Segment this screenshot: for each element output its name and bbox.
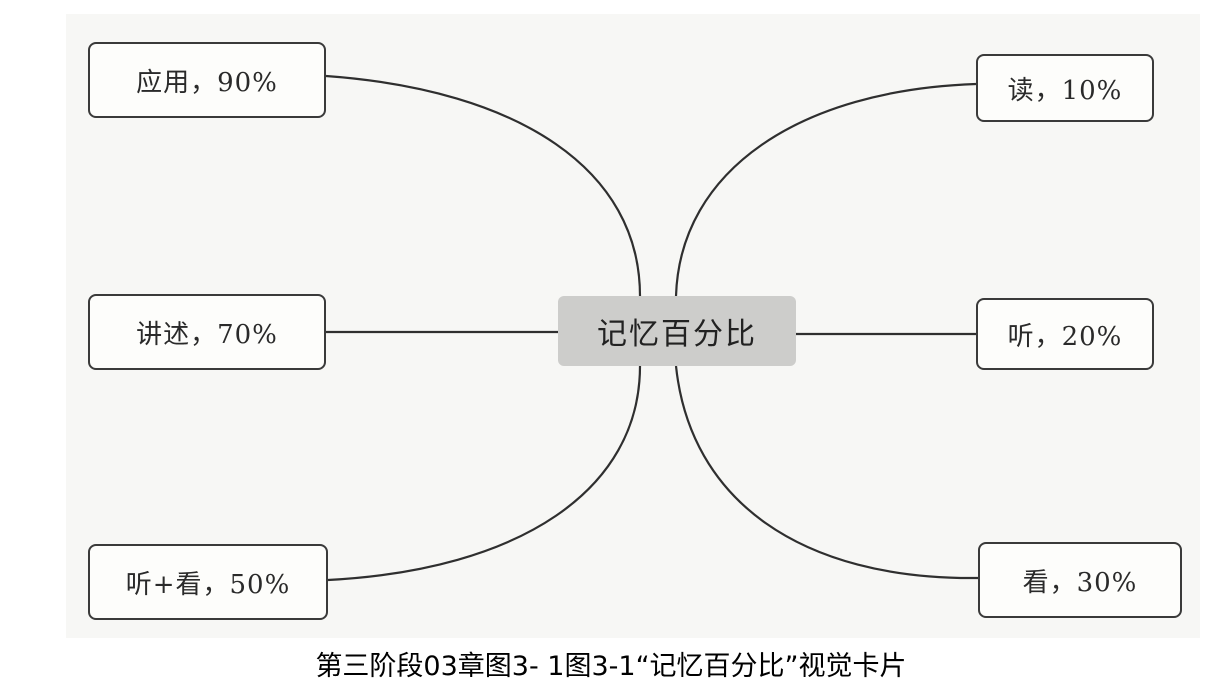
connector-listensee <box>327 365 642 582</box>
center-node: 记忆百分比 <box>558 296 796 366</box>
node-speak-label: 讲述，70% <box>136 319 278 350</box>
node-see: 看，30% <box>978 542 1182 618</box>
connector-read <box>674 82 977 297</box>
node-apply: 应用，90% <box>88 42 326 118</box>
node-listen-see-label: 听+看，50% <box>125 569 291 600</box>
node-apply-label: 应用，90% <box>136 67 278 98</box>
node-see-label: 看，30% <box>1022 567 1138 598</box>
node-read-label: 读，10% <box>1007 75 1123 106</box>
connector-see <box>674 365 979 580</box>
figure-caption-text: 第三阶段03章图3- 1图3-1“记忆百分比”视觉卡片 <box>315 650 907 682</box>
connector-apply <box>325 74 642 297</box>
figure-caption: 第三阶段03章图3- 1图3-1“记忆百分比”视觉卡片 <box>0 640 1222 686</box>
node-listen: 听，20% <box>976 298 1154 370</box>
node-read: 读，10% <box>976 54 1154 122</box>
center-label: 记忆百分比 <box>597 317 757 352</box>
node-listen-label: 听，20% <box>1007 321 1123 352</box>
node-speak: 讲述，70% <box>88 294 326 370</box>
node-listen-see: 听+看，50% <box>88 544 328 620</box>
